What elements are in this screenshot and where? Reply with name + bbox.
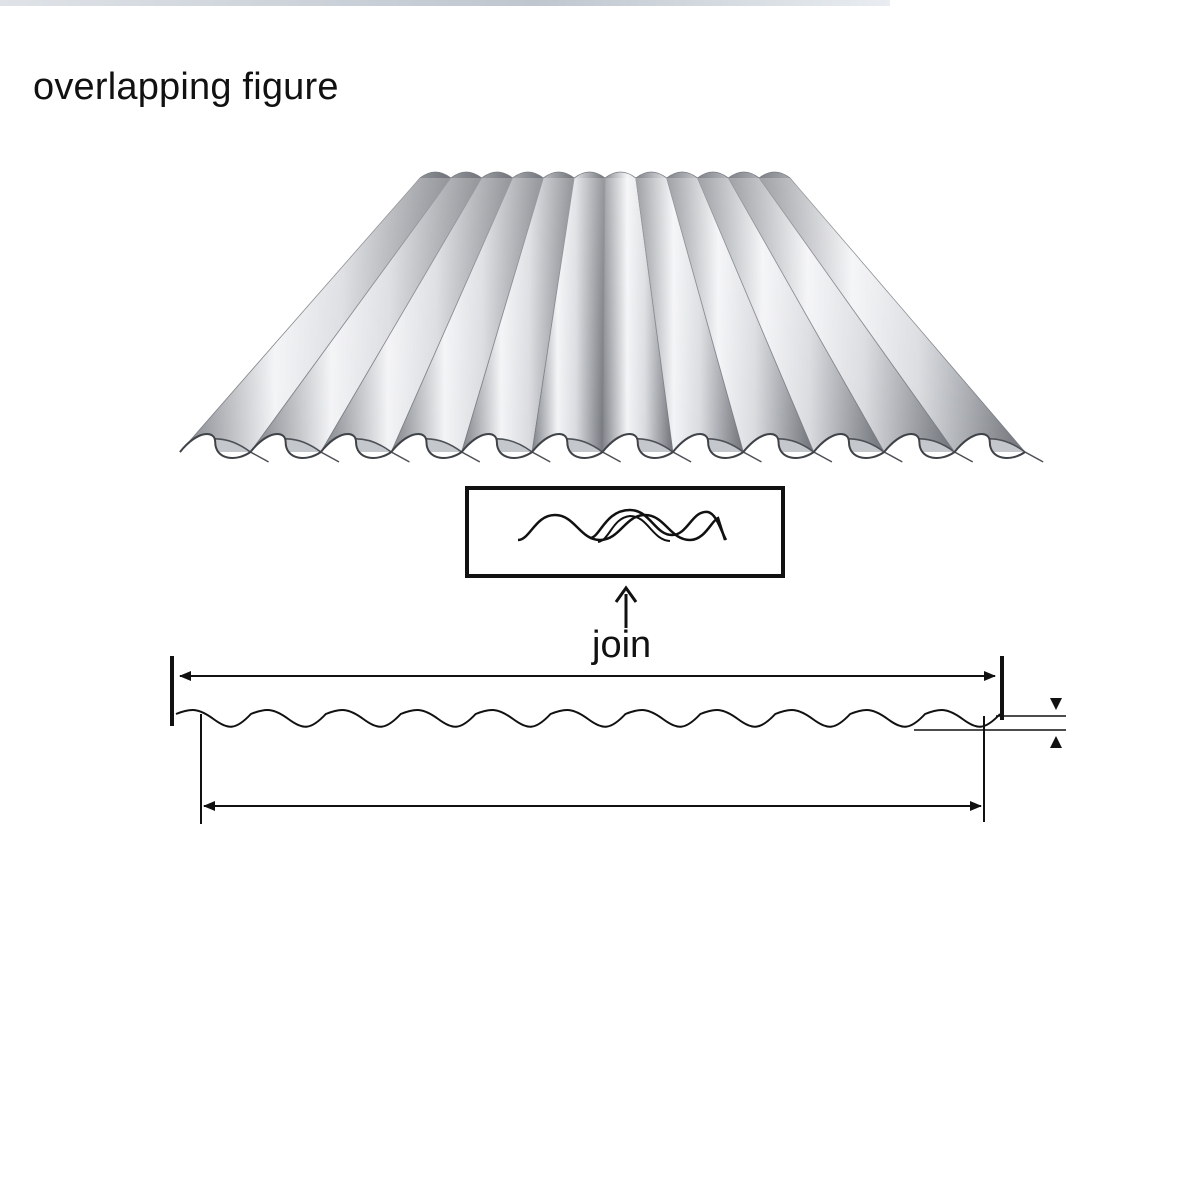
profile-wave-line [175, 709, 1001, 728]
profile-cross-section [170, 656, 1066, 824]
join-label: join [592, 624, 652, 666]
top-edge-strip [0, 0, 890, 6]
overlap-wave-upper [589, 508, 728, 541]
sheet-bottom-edge [179, 433, 1026, 459]
overlap-wave-lower [517, 513, 727, 542]
up-arrow-icon [614, 585, 638, 628]
join-detail-box [465, 486, 785, 578]
figure-title: overlapping figure [33, 66, 339, 108]
corrugated-sheet-illustration [179, 171, 1044, 463]
wave-height-dimension [1050, 698, 1062, 748]
